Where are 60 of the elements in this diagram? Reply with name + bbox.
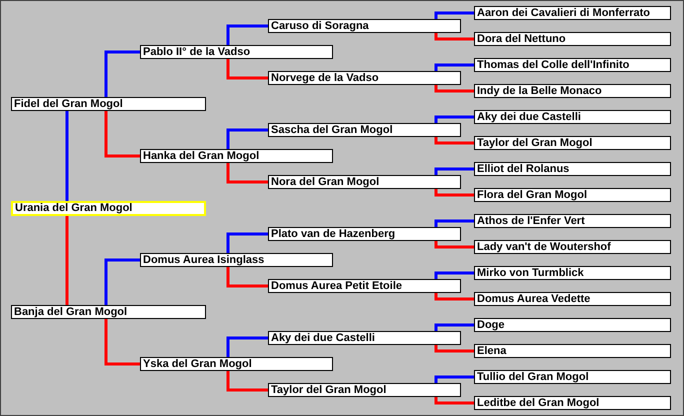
pedigree-line <box>434 293 474 300</box>
name-box: Norvege de la Vadso <box>268 71 461 85</box>
pedigree-line <box>434 324 474 331</box>
name-box: Banja del Gran Mogol <box>11 305 206 319</box>
name-box: Pablo II° de la Vadso <box>140 45 333 59</box>
pedigree-line <box>226 232 268 253</box>
name-box: Athos de l'Enfer Vert <box>474 214 671 228</box>
pedigree-line <box>226 267 268 288</box>
name-box: Taylor del Gran Mogol <box>268 383 461 397</box>
pedigree-line <box>434 168 474 175</box>
pedigree-line <box>226 371 268 392</box>
name-box: Elena <box>474 344 671 358</box>
name-box: Plato van de Hazenberg <box>268 227 461 241</box>
pedigree-line <box>226 163 268 184</box>
pedigree-line <box>226 59 268 80</box>
pedigree-line <box>226 128 268 149</box>
pedigree-line <box>434 189 474 196</box>
pedigree-line <box>434 345 474 352</box>
name-box: Fidel del Gran Mogol <box>11 97 206 111</box>
pedigree-line <box>434 376 474 383</box>
pedigree-line <box>434 220 474 227</box>
pedigree-line <box>434 397 474 404</box>
name-box: Domus Aurea Isinglass <box>140 253 333 267</box>
name-box: Aky dei due Castelli <box>268 331 461 345</box>
name-box: Sascha del Gran Mogol <box>268 123 461 137</box>
name-box: Domus Aurea Vedette <box>474 292 671 306</box>
pedigree-line <box>226 336 268 357</box>
name-box: Mirko von Turmblick <box>474 266 671 280</box>
highlighted-name-box: Urania del Gran Mogol <box>11 201 206 216</box>
name-box: Leditbe del Gran Mogol <box>474 396 671 410</box>
pedigree-line <box>66 215 68 305</box>
name-box: Aaron dei Cavalieri di Monferrato <box>474 6 671 20</box>
name-box: Tullio del Gran Mogol <box>474 370 671 384</box>
name-box: Thomas del Colle dell'Infinito <box>474 58 671 72</box>
name-box: Elliot del Rolanus <box>474 162 671 176</box>
pedigree-line <box>104 111 140 158</box>
pedigree-line <box>434 85 474 92</box>
pedigree-line <box>104 319 140 366</box>
name-box: Caruso di Soragna <box>268 19 461 33</box>
pedigree-line <box>226 24 268 45</box>
name-box: Lady van't de Woutershof <box>474 240 671 254</box>
pedigree-line <box>434 12 474 19</box>
name-box: Aky dei due Castelli <box>474 110 671 124</box>
pedigree-line <box>104 50 140 97</box>
name-box: Domus Aurea Petit Etoile <box>268 279 461 293</box>
pedigree-line <box>66 111 68 201</box>
name-box: Dora del Nettuno <box>474 32 671 46</box>
name-box: Hanka del Gran Mogol <box>140 149 333 163</box>
name-box: Flora del Gran Mogol <box>474 188 671 202</box>
name-box: Indy de la Belle Monaco <box>474 84 671 98</box>
pedigree-line <box>434 137 474 144</box>
pedigree-line <box>434 272 474 279</box>
pedigree-line <box>434 64 474 71</box>
name-box: Yska del Gran Mogol <box>140 357 333 371</box>
pedigree-line <box>104 258 140 305</box>
name-box: Doge <box>474 318 671 332</box>
name-box: Nora del Gran Mogol <box>268 175 461 189</box>
name-box: Taylor del Gran Mogol <box>474 136 671 150</box>
pedigree-line <box>434 241 474 248</box>
pedigree-line <box>434 33 474 40</box>
